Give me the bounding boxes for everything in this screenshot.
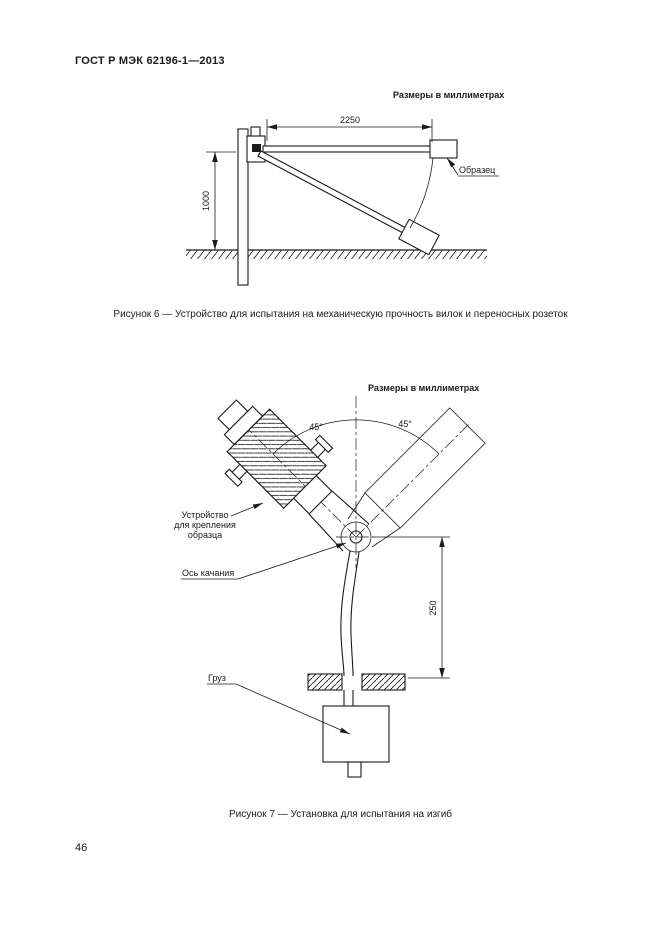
figure7-fixture-label-line3: образца bbox=[188, 530, 222, 540]
figure7-axis-label: Ось качания bbox=[181, 542, 347, 580]
figure7-cable bbox=[340, 550, 360, 706]
figure6-specimen-label: Образец bbox=[459, 165, 495, 175]
figure6-diagonal-member bbox=[257, 150, 440, 256]
figure7-caption: Рисунок 7 — Установка для испытания на и… bbox=[228, 809, 453, 820]
document-header: ГОСТ Р МЭК 62196-1—2013 bbox=[75, 55, 225, 67]
figure6-caption: Рисунок 6 — Устройство для испытания на … bbox=[113, 309, 568, 320]
figure7-specimen-holder bbox=[217, 399, 334, 515]
figure6-dimension-1000: 1000 bbox=[201, 151, 236, 250]
figure6-ground bbox=[186, 249, 487, 259]
figure7-platform bbox=[307, 673, 406, 691]
figure7-fixture-label-line1: Устройство bbox=[181, 510, 228, 520]
figure6-swing-arc bbox=[409, 157, 434, 229]
figure6-post bbox=[237, 128, 249, 286]
figure6-specimen: Образец bbox=[429, 139, 499, 177]
figure6-units-note: Размеры в миллиметрах bbox=[393, 90, 505, 100]
figure7-phantom-position bbox=[347, 407, 486, 548]
figure7-angle-right-text: 45° bbox=[398, 419, 412, 429]
figure7-dim-250-text: 250 bbox=[428, 600, 438, 615]
figure6-dim-2250-text: 2250 bbox=[340, 115, 360, 125]
figure6-arm bbox=[262, 145, 433, 153]
page-number: 46 bbox=[75, 842, 88, 854]
figure6-drawing: Образец 2250 1000 bbox=[186, 115, 499, 286]
figure7-dimension-250: 250 bbox=[372, 536, 450, 679]
figure6-dimension-2250: 2250 bbox=[266, 115, 433, 142]
figure6-dim-1000-text: 1000 bbox=[201, 191, 211, 211]
figure7-units-note: Размеры в миллиметрах bbox=[368, 383, 480, 393]
figure7-axis-label-text: Ось качания bbox=[182, 568, 234, 578]
figure7-weight-label-text: Груз bbox=[208, 673, 226, 683]
figure7-weight bbox=[322, 705, 390, 778]
figure7-drawing: 45° 45° bbox=[174, 396, 486, 778]
figure7-angle-left-text: 45° bbox=[309, 422, 323, 432]
figure7-fixture-label-line2: для крепления bbox=[174, 520, 236, 530]
figure7-fixture-label: Устройство для крепления образца bbox=[174, 502, 264, 540]
figure7-weight-label: Груз bbox=[207, 673, 351, 735]
